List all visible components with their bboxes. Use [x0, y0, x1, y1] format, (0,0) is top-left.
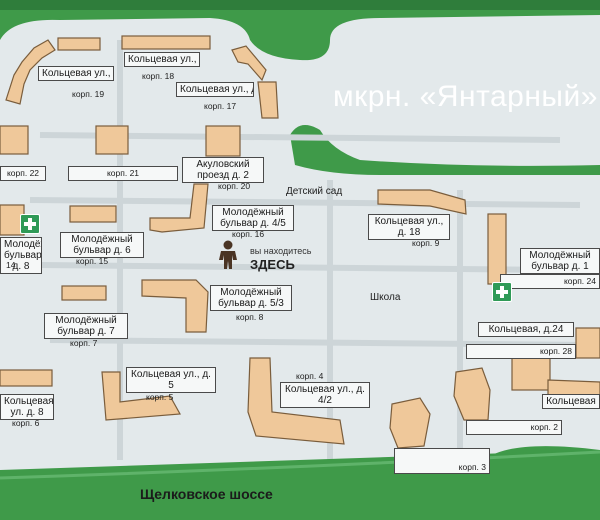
label-koltsevaya-14: Кольцевая ул., д. 14 [176, 82, 254, 97]
building-28 [575, 327, 600, 359]
building-mid-a [61, 285, 107, 301]
building-28b [511, 353, 551, 391]
corp-14: 14 [6, 260, 16, 270]
board-frame [0, 0, 600, 10]
corp-6: корп. 6 [12, 418, 40, 428]
building-17 [231, 45, 267, 82]
corp-16: корп. 16 [232, 229, 265, 239]
building-17b [257, 81, 279, 119]
corp-4: корп. 4 [296, 371, 324, 381]
label-koltsevaya-12: Кольцевая ул., д. 12 [124, 52, 200, 67]
map-area [0, 15, 600, 470]
label-koltsevaya-cut: Кольцевая [542, 394, 600, 409]
building-left-b [69, 205, 117, 223]
label-molodezhny-4-5: Молодёжный бульвар д. 4/5 [212, 205, 294, 231]
building-21 [95, 125, 129, 155]
buildings [0, 35, 600, 449]
you-are-here-label: вы находитесь [250, 246, 312, 256]
corp-28-box: корп. 28 [466, 344, 576, 359]
label-koltsevaya-5: Кольцевая ул., д. 5 [126, 367, 216, 393]
label-akulovsky: Акуловский проезд д. 2 [182, 157, 264, 183]
corp-15: корп. 15 [76, 256, 109, 266]
person-icon [219, 240, 237, 269]
medical-cross-icon [492, 282, 512, 302]
building-4 [247, 357, 345, 445]
medical-cross-icon [20, 214, 40, 234]
corp-2-box: корп. 2 [466, 420, 562, 435]
building-22 [0, 125, 29, 155]
corp-17: корп. 17 [204, 101, 237, 111]
highway-band [0, 450, 600, 480]
building-6 [0, 369, 53, 387]
corp-9: корп. 9 [412, 238, 440, 248]
building-3 [389, 397, 431, 449]
corp-22-box: корп. 22 [0, 166, 46, 181]
corp-5: корп. 5 [146, 392, 174, 402]
building-18 [121, 35, 211, 50]
label-koltsevaya-18: Кольцевая ул., д. 18 [368, 214, 450, 240]
building-top-a [57, 37, 101, 51]
district-title: мкрн. «Янтарный» [333, 80, 598, 113]
building-9 [377, 189, 467, 215]
building-8 [141, 279, 209, 333]
corp-18: корп. 18 [142, 71, 175, 81]
label-molodezhny-8: Молодёжный бульвар д. 8 [0, 237, 42, 274]
corp-8: корп. 8 [236, 312, 264, 322]
label-koltsevaya-4-2: Кольцевая ул., д. 4/2 [280, 382, 370, 408]
label-koltsevaya-10: Кольцевая ул., д. 10 [38, 66, 114, 81]
building-5 [101, 371, 181, 421]
building-16 [149, 183, 209, 233]
building-right-low [547, 379, 600, 399]
label-molodezhny-7: Молодёжный бульвар д. 7 [44, 313, 128, 339]
label-molodezhny-6: Молодёжный бульвар д. 6 [60, 232, 144, 258]
building-20 [205, 125, 241, 157]
corp-19: корп. 19 [72, 89, 105, 99]
building-19 [5, 39, 56, 105]
corp-24-box: корп. 24 [500, 274, 600, 289]
corp-21-box: корп. 21 [68, 166, 178, 181]
label-molodezhny-5-3: Молодёжный бульвар д. 5/3 [210, 285, 292, 311]
you-are-here-strong: ЗДЕСЬ [250, 257, 295, 272]
label-koltsevaya-24: Кольцевая, д.24 [478, 322, 574, 337]
corp-3-box: корп. 3 [394, 448, 490, 474]
label-molodezhny-1: Молодёжный бульвар д. 1 [520, 248, 600, 274]
kindergarten-label: Детский сад [286, 186, 343, 197]
corp-20: корп. 20 [218, 181, 251, 191]
highway-label: Щелковское шоссе [140, 486, 273, 502]
corp-7: корп. 7 [70, 338, 98, 348]
label-koltsevaya-8: Кольцевая ул. д. 8 [0, 394, 54, 420]
school-label: Школа [370, 292, 401, 303]
